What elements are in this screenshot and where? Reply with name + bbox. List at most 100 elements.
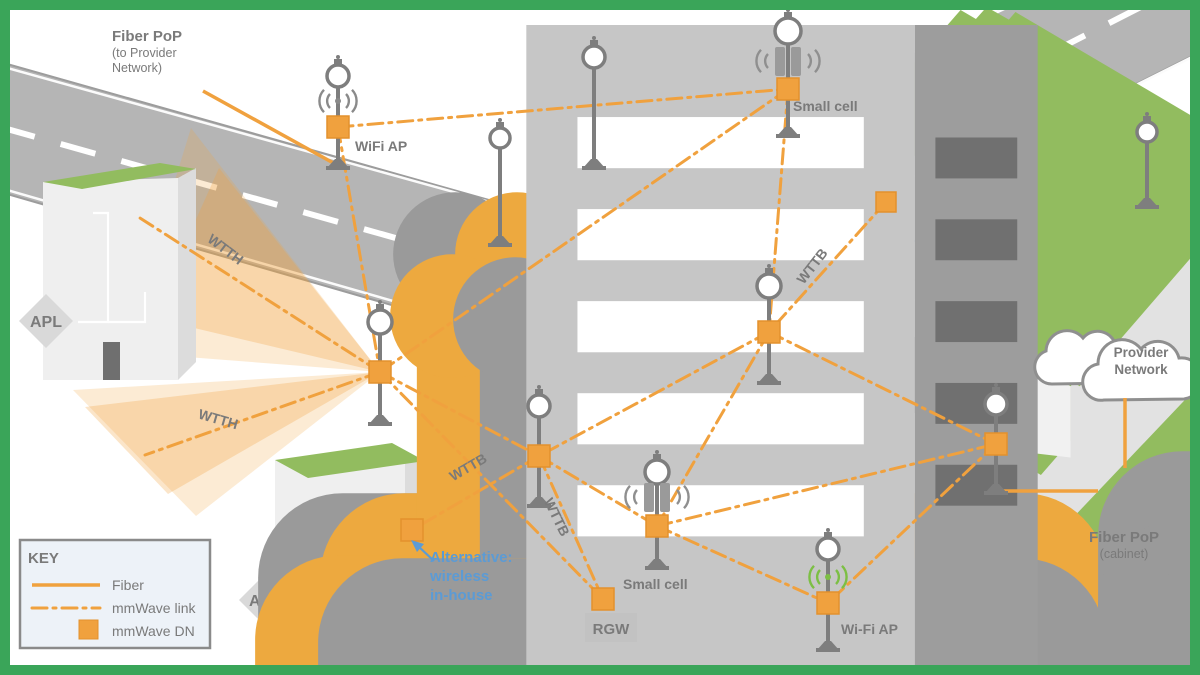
- mmwave-dn: [816, 591, 840, 615]
- alt-wireless-line3: in-house: [430, 587, 493, 604]
- provider-network-line1: Provider: [1114, 345, 1170, 360]
- lamppost-dn: [526, 385, 552, 508]
- lamp-head: [581, 44, 607, 70]
- lamp-finial: [592, 36, 596, 40]
- lamppost-base: [1135, 205, 1159, 209]
- lamp-finial: [767, 264, 771, 268]
- lamp-head: [815, 536, 841, 562]
- lamp-head: [526, 393, 552, 419]
- lamp-cap: [1143, 116, 1151, 121]
- mmwave-dn: [591, 587, 615, 611]
- mmwave-link: [767, 200, 888, 334]
- lamppost-base: [369, 415, 391, 424]
- mmwave-link: [378, 370, 541, 458]
- signal-waves-icon: [345, 93, 351, 109]
- signal-waves-icon: [683, 484, 690, 510]
- mmwave-dn: [984, 432, 1008, 456]
- provider-network-line2: Network: [1114, 362, 1168, 377]
- lamp-finial: [826, 528, 830, 532]
- apartment-left: APL: [19, 163, 196, 380]
- key-legend: KEY Fiber mmWave link mmWave DN: [18, 538, 212, 650]
- mmwave-dn: [875, 191, 897, 213]
- lamp-finial: [498, 118, 502, 122]
- lamp-finial: [1145, 112, 1149, 116]
- mmwave-link: [826, 442, 998, 605]
- lamp-cap: [535, 389, 543, 394]
- fiber-pop-top-label: Fiber PoP: [112, 28, 182, 45]
- lamppost-base: [1136, 198, 1158, 207]
- signal-waves-icon: [325, 93, 331, 109]
- building-roof: [43, 163, 196, 189]
- signal-waves-icon: [755, 48, 762, 74]
- building-door: [103, 342, 120, 380]
- apl-diamond: [19, 294, 73, 348]
- lamp-cap: [334, 59, 342, 64]
- lamp-finial: [378, 300, 382, 304]
- provider-network-cloud: [1033, 329, 1200, 402]
- lamp-cap: [784, 12, 792, 17]
- mmwave-dn: [757, 320, 781, 344]
- lamppost-base: [816, 648, 840, 652]
- lamppost-base: [758, 374, 780, 383]
- mmwave-link: [537, 454, 605, 601]
- lamppost-base: [582, 166, 606, 170]
- mmwave-dn: [368, 360, 392, 384]
- lamppost-base: [489, 236, 511, 245]
- wifi-ap-top-label: WiFi AP: [355, 138, 407, 154]
- beam-to-building-inner: [152, 168, 380, 372]
- lamp-cap: [376, 304, 384, 309]
- mmwave-dn: [400, 518, 424, 542]
- lamp-cap: [590, 40, 598, 45]
- key-title: KEY: [28, 550, 59, 567]
- fiber-pop-top-sub2: Network): [112, 61, 162, 75]
- building-side: [178, 168, 196, 380]
- lamppost-dn: [983, 383, 1009, 495]
- mmwave-link: [378, 370, 605, 601]
- signal-waves-icon: [351, 88, 358, 114]
- lamp-finial: [537, 385, 541, 389]
- wtth-beams: [73, 128, 380, 516]
- signal-dot: [825, 574, 831, 580]
- lamppost-smallcell: [755, 8, 821, 138]
- small-cell-antenna: [660, 483, 670, 512]
- mmwave-link: [767, 330, 998, 446]
- lamppost-base: [368, 422, 392, 426]
- beam-to-house-inner: [85, 372, 380, 494]
- lamppost-base: [528, 497, 550, 506]
- mmwave-link: [537, 454, 659, 528]
- lamp-cap: [992, 387, 1000, 392]
- lamppost-base: [488, 243, 512, 247]
- signal-waves-icon: [624, 484, 631, 510]
- signal-waves-icon: [676, 489, 682, 505]
- lamppost-base: [527, 504, 551, 508]
- lamp-finial: [336, 55, 340, 59]
- signal-waves-icon: [808, 564, 815, 590]
- building-roof: [275, 443, 425, 478]
- key-fiber-label: Fiber: [112, 577, 144, 593]
- lamppost-plain: [581, 36, 607, 170]
- signal-waves-icon: [807, 53, 813, 69]
- annotation-arrow: [411, 540, 435, 562]
- lamp-head: [755, 272, 783, 300]
- mmwave-link: [410, 454, 541, 532]
- lamp-finial: [994, 383, 998, 387]
- lamp-head: [773, 16, 803, 46]
- fiber-pop-top-sub1: (to Provider: [112, 46, 177, 60]
- lamppost-plain: [488, 118, 512, 247]
- in-house-wiring: [78, 211, 110, 324]
- key-mmwave-dn-label: mmWave DN: [112, 623, 195, 639]
- building-front: [43, 178, 178, 380]
- signal-waves-icon: [814, 48, 821, 74]
- mmwave-link: [537, 330, 771, 458]
- lamppost-base: [645, 566, 669, 570]
- mmwave-link: [655, 330, 771, 528]
- small-cell-bottom-label: Small cell: [623, 576, 688, 592]
- lamppost-base: [985, 484, 1007, 493]
- small-cell-antenna: [791, 47, 801, 76]
- lamp-cap: [824, 532, 832, 537]
- lamppost-base: [327, 159, 349, 168]
- lamp-head: [366, 308, 394, 336]
- signal-waves-icon: [815, 569, 821, 585]
- mmwave-link: [138, 216, 382, 374]
